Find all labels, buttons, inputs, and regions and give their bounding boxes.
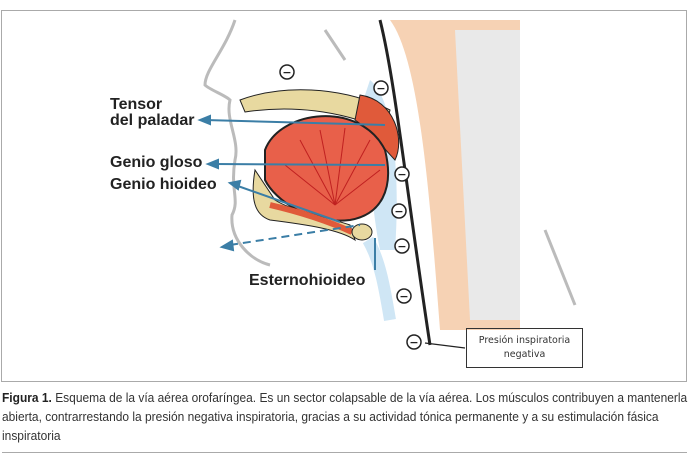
minus-sign: − xyxy=(397,168,406,181)
muscle-arrows xyxy=(197,114,386,270)
minus-sign: − xyxy=(399,290,408,303)
hyoid-bone xyxy=(351,223,373,241)
airway-illustration: − − − − − − − xyxy=(197,19,577,350)
label-genio-hioideo: Genio hioideo xyxy=(110,176,217,193)
figure-caption: Figura 1. Esquema de la vía aérea orofar… xyxy=(2,388,691,445)
trachea-line xyxy=(543,229,577,306)
vertebrae xyxy=(455,30,520,320)
label-tensor: Tensor xyxy=(110,96,163,113)
minus-sign: − xyxy=(409,336,418,349)
nose-line xyxy=(323,29,347,61)
minus-sign: − xyxy=(394,205,403,218)
figure-frame xyxy=(1,10,687,382)
label-esternohioideo: Esternohioideo xyxy=(249,272,366,289)
label-genio-gloso: Genio gloso xyxy=(110,154,203,171)
geniohyoid-muscle xyxy=(269,202,354,235)
caption-label: Figura 1. xyxy=(2,390,52,405)
minus-sign: − xyxy=(282,66,291,79)
larynx xyxy=(362,236,396,321)
posterior-pharynx-wall xyxy=(378,19,432,346)
face-profile xyxy=(203,19,271,267)
pressure-line1: Presión inspiratoria xyxy=(478,335,571,346)
pressure-label-box: Presión inspiratoria negativa xyxy=(466,328,583,368)
divider xyxy=(2,452,687,453)
pressure-pointer xyxy=(424,342,466,349)
tongue xyxy=(264,115,390,222)
minus-sign: − xyxy=(376,82,385,95)
pressure-line2: negativa xyxy=(503,349,546,360)
negative-pressure-circles xyxy=(279,64,422,350)
label-del-paladar: del paladar xyxy=(110,112,195,129)
tongue-fibers xyxy=(284,127,381,206)
caption-text: Esquema de la vía aérea orofaríngea. Es … xyxy=(2,390,688,443)
minus-sign: − xyxy=(397,240,406,253)
